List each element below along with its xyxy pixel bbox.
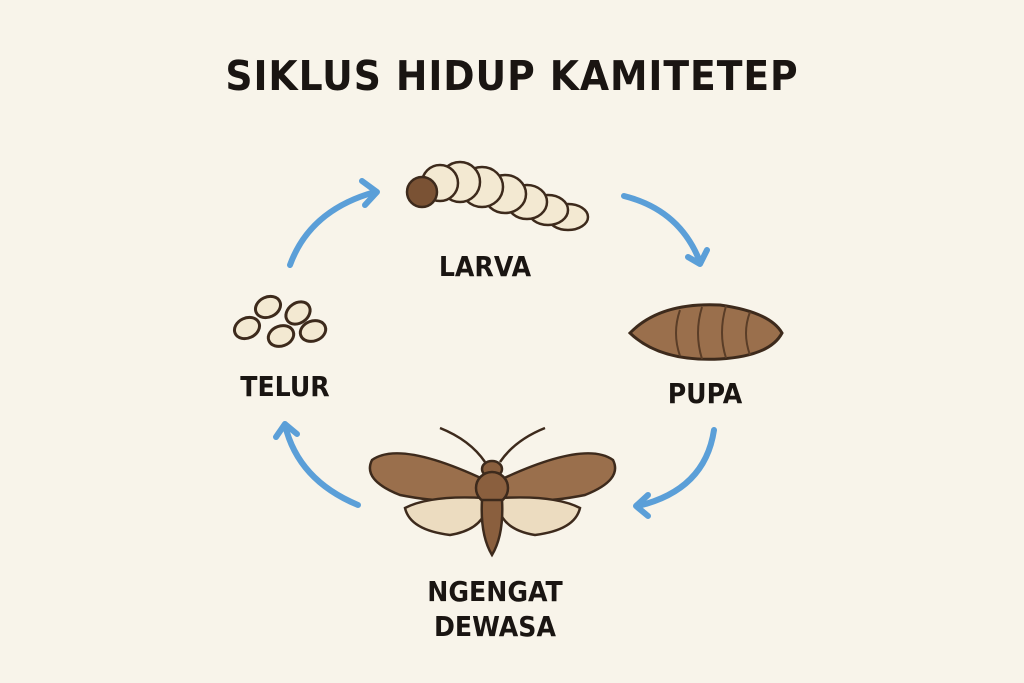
- arrow-adult-to-egg-icon: [273, 421, 361, 508]
- arrow-egg-to-larva-icon: [287, 178, 380, 268]
- stage-label-egg: TELUR: [240, 370, 330, 403]
- larva-icon: [405, 160, 590, 232]
- eggs-icon: [232, 294, 328, 348]
- diagram-title: SIKLUS HIDUP KAMITETEP: [225, 52, 799, 100]
- stage-label-adult-line2: DEWASA: [434, 610, 556, 643]
- stage-label-adult-line1: NGENGAT: [427, 575, 563, 608]
- cycle-arrows: [273, 178, 717, 519]
- stage-label-pupa: PUPA: [667, 377, 743, 410]
- arrow-larva-to-pupa-icon: [621, 193, 710, 267]
- arrow-pupa-to-adult-icon: [633, 427, 717, 519]
- moth-icon: [368, 426, 617, 558]
- stage-label-larva: LARVA: [438, 250, 532, 283]
- pupa-icon: [627, 303, 784, 361]
